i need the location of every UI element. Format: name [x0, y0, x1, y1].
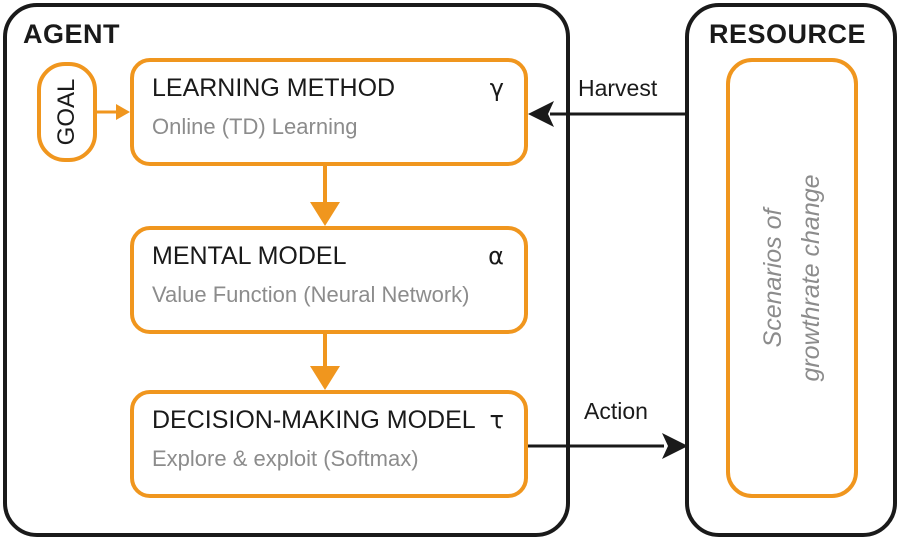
- learning-to-mental-arrow: [310, 166, 340, 226]
- action-label: Action: [584, 398, 648, 424]
- harvest-label: Harvest: [578, 75, 658, 101]
- learning-method-subtitle: Online (TD) Learning: [152, 114, 358, 139]
- goal-to-learning-arrow: [97, 104, 130, 120]
- learning-method-title: LEARNING METHOD: [152, 74, 396, 102]
- learning-method-block: LEARNING METHOD γ Online (TD) Learning: [130, 58, 528, 166]
- alpha-symbol: α: [488, 242, 504, 270]
- decision-making-subtitle: Explore & exploit (Softmax): [152, 446, 419, 471]
- gamma-symbol: γ: [489, 74, 504, 102]
- decision-making-block: DECISION-MAKING MODEL τ Explore & exploi…: [130, 390, 528, 498]
- action-arrow: [528, 433, 688, 459]
- tau-symbol: τ: [489, 406, 504, 434]
- mental-to-decision-arrow: [310, 334, 340, 390]
- resource-title: RESOURCE: [709, 19, 867, 49]
- harvest-arrow: [528, 101, 688, 127]
- decision-making-title: DECISION-MAKING MODEL: [152, 406, 476, 434]
- mental-model-block: MENTAL MODEL α Value Function (Neural Ne…: [130, 226, 528, 334]
- agent-title: AGENT: [23, 19, 120, 49]
- scenarios-box: Scenarios of growthrate change: [726, 58, 858, 498]
- mental-model-title: MENTAL MODEL: [152, 242, 347, 270]
- goal-box: GOAL: [37, 62, 97, 162]
- mental-model-subtitle: Value Function (Neural Network): [152, 282, 470, 307]
